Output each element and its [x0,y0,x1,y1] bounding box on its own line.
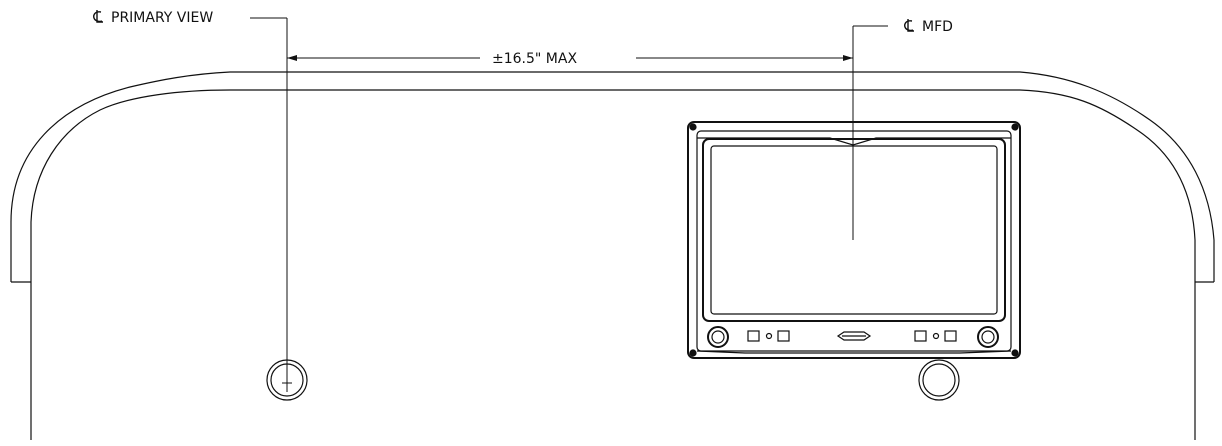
mfd-text: MFD [922,19,953,35]
primary-instrument-outer [266,359,308,401]
mfd-screen-inner [710,145,998,315]
mfd-bezel-inner [696,130,1012,352]
dimension-arrow-left [287,55,297,61]
mfd-left-led [765,332,773,340]
standby-instrument-outer [918,359,960,401]
mfd-card-slot [836,331,872,341]
dimension-label: ±16.5" MAX [486,51,584,67]
primary-instrument-inner [270,363,304,397]
mfd-screen-outer [702,138,1006,322]
dimension-arrow-right [843,55,853,61]
mfd-label: MFD [902,19,953,35]
primary-view-label: PRIMARY VIEW [91,10,213,26]
mfd-left-knob-inner [711,330,725,344]
mfd-screw-bl [689,349,697,357]
standby-instrument-inner [922,363,956,397]
mfd-screw-tl [689,123,697,131]
mfd-right-knob-outer [977,326,999,348]
glareshield-inner [30,89,1196,282]
mfd-right-knob-inner [981,330,995,344]
mfd-left-button-1 [747,330,760,342]
mfd-screw-br [1011,349,1019,357]
mfd-left-knob-outer [707,326,729,348]
centerline-symbol-icon [902,19,916,33]
mfd-right-led [932,332,940,340]
mfd-screw-tr [1011,123,1019,131]
mfd-right-button-1 [914,330,927,342]
mfd-unit [687,121,1021,359]
mfd-bezel-outer [687,121,1021,359]
glareshield-outer [10,71,1215,282]
centerline-symbol-icon [91,10,105,24]
primary-view-text: PRIMARY VIEW [111,10,214,26]
mfd-right-button-2 [944,330,957,342]
mfd-bottom-lip [696,350,1012,354]
panel-outline [30,282,1196,440]
mfd-left-button-2 [777,330,790,342]
